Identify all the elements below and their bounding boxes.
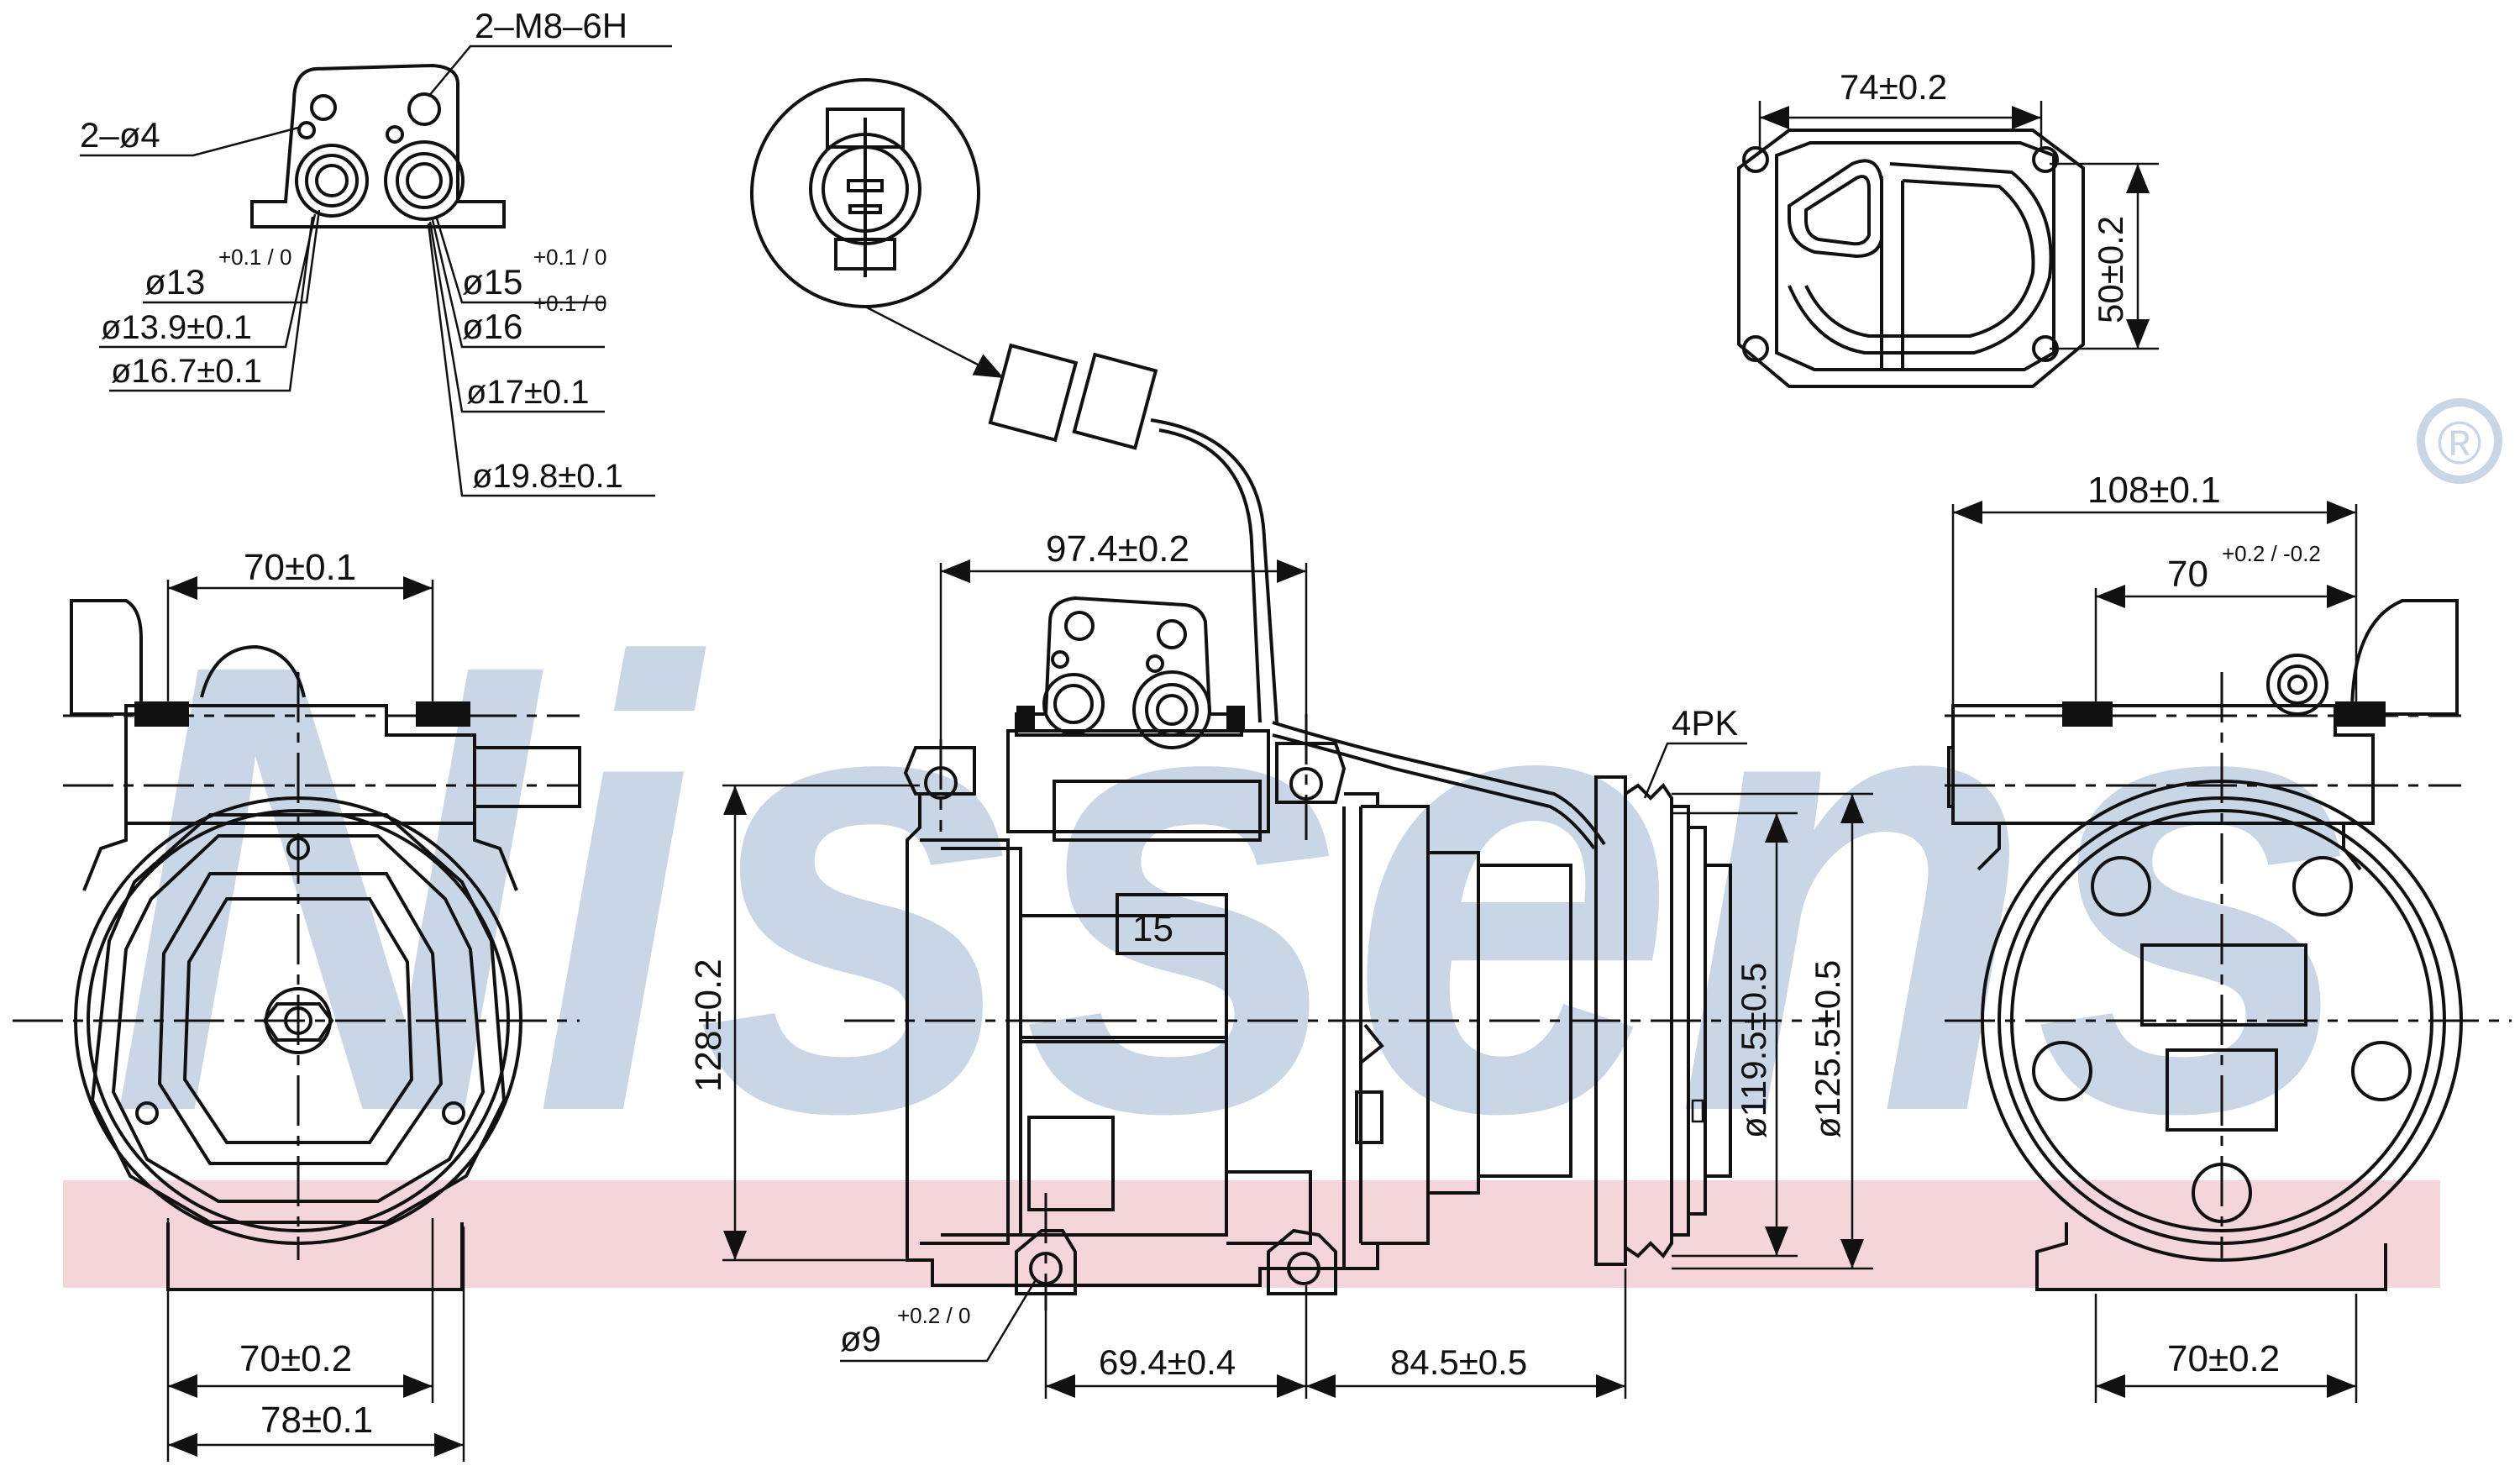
- flange-height-label: 50±0.2: [2091, 216, 2130, 323]
- thread-label: 2–M8–6H: [475, 6, 627, 45]
- mount-block-icon: [416, 701, 470, 727]
- pink-band: [63, 1180, 2440, 1288]
- overall-width-label: 108±0.1: [2087, 470, 2221, 511]
- rear-port-spacing-label: 70: [2167, 554, 2208, 595]
- pulley-offset-label: 84.5±0.5: [1390, 1342, 1527, 1382]
- side-view-dimensions: 97.4±0.2 128±0.2 4PK ø119.5±0.5 ø125.5±0…: [688, 528, 1873, 1399]
- side-view: 15: [844, 596, 1831, 1311]
- rear-view-dimensions: 108±0.1 70 +0.2 / -0.2 70±0.2: [1951, 470, 2358, 1403]
- rear-bottom-width-label: 70±0.2: [2167, 1338, 2280, 1379]
- front-bottom-width-1-label: 70±0.2: [239, 1338, 352, 1379]
- registered-circle-icon: [2417, 398, 2502, 484]
- mount-hole-tol-label: +0.2 / 0: [897, 1303, 970, 1328]
- d15-label: ø15: [462, 262, 522, 302]
- front-view: [13, 599, 581, 1291]
- d15-tol-label: +0.1 / 0: [533, 244, 606, 270]
- mount-block-icon: [134, 701, 189, 727]
- mount-hole-label: ø9: [840, 1319, 881, 1358]
- port-detail-view: [80, 45, 672, 497]
- front-top-width-label: 70±0.1: [244, 547, 356, 588]
- registered-mark: ®: [2437, 410, 2481, 477]
- flange-width-label: 74±0.2: [1840, 67, 1947, 107]
- d17-label: ø17±0.1: [466, 374, 589, 411]
- d19-8-label: ø19.8±0.1: [472, 458, 623, 495]
- pulley-d2-label: ø125.5±0.5: [1808, 960, 1847, 1138]
- d16-label: ø16: [462, 307, 522, 346]
- d13-label: ø13: [144, 262, 205, 302]
- d16-tol-label: +0.1 / 0: [533, 291, 606, 316]
- rear-view: [1945, 599, 2512, 1291]
- part-number-label: 15: [1132, 908, 1173, 949]
- height-label: 128±0.2: [688, 959, 729, 1092]
- brand-watermark: Nissens: [109, 532, 2360, 1245]
- flange-view: [1737, 129, 2085, 388]
- d16-7-label: ø16.7±0.1: [111, 353, 262, 390]
- connector-detail-view: [750, 78, 1278, 723]
- mount-spacing-label: 69.4±0.4: [1099, 1342, 1236, 1382]
- pulley-d1-label: ø119.5±0.5: [1734, 963, 1773, 1138]
- d13-tol-label: +0.1 / 0: [218, 244, 291, 270]
- port-spacing-label: 97.4±0.2: [1046, 528, 1189, 570]
- d13-9-label: ø13.9±0.1: [101, 309, 252, 346]
- holes-label: 2–ø4: [80, 115, 160, 155]
- flange-dimensions: 74±0.2 50±0.2: [1758, 67, 2159, 350]
- rear-port-spacing-tol-label: +0.2 / -0.2: [2222, 541, 2321, 566]
- front-view-dimensions: 70±0.1 70±0.2 78±0.1: [166, 547, 465, 1462]
- front-bottom-width-2-label: 78±0.1: [260, 1400, 373, 1441]
- belt-label: 4PK: [1672, 703, 1738, 743]
- port-detail-dimensions: 2–M8–6H 2–ø4 ø13 +0.1 / 0 ø13.9±0.1 ø16.…: [80, 6, 627, 495]
